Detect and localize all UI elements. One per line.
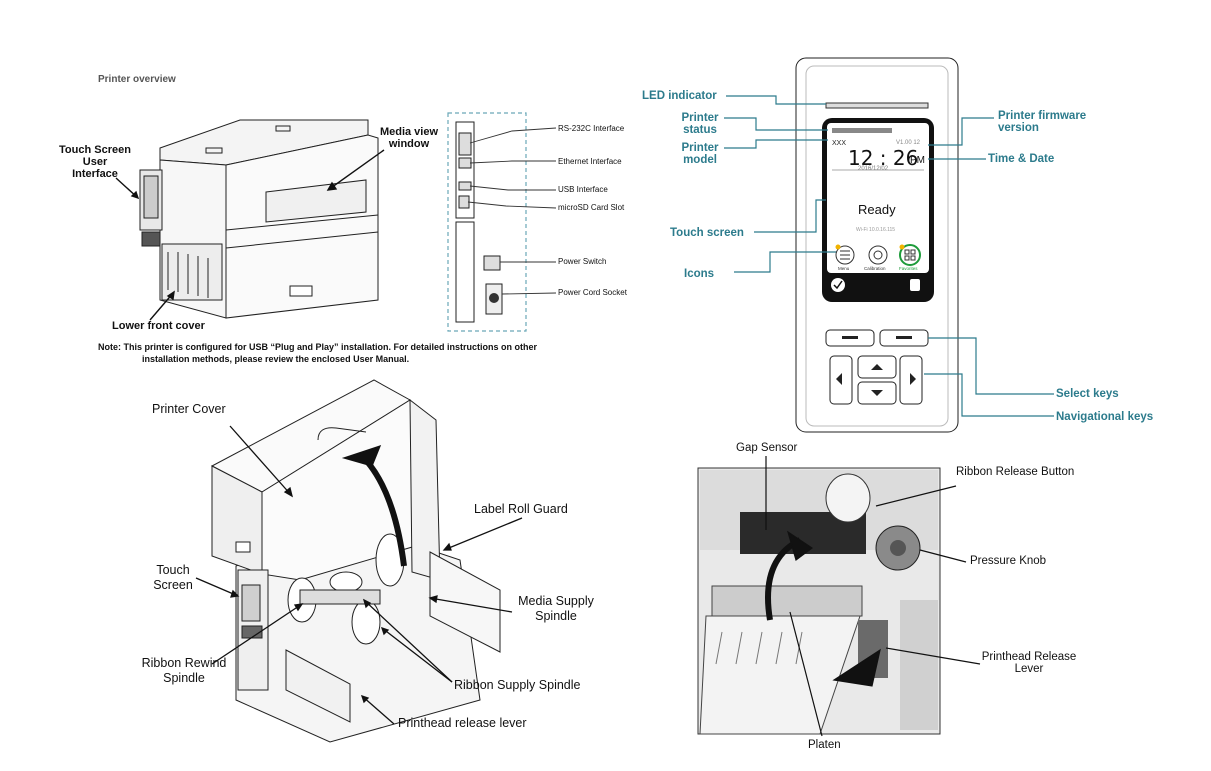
- screen-calibration-label: Calibration: [864, 266, 886, 271]
- touch-screen-bl-line1: Touch: [156, 563, 190, 577]
- ribbon-release-button-label: Ribbon Release Button: [956, 466, 1075, 478]
- firmware-line2: version: [998, 122, 1039, 134]
- printer-status-label: Printer status: [672, 112, 728, 136]
- media-supply-spindle-label: Media Supply Spindle: [508, 594, 604, 624]
- touch-screen-bl-label: Touch Screen: [148, 563, 198, 593]
- media-supply-line2: Spindle: [535, 609, 577, 623]
- printer-status-line1: Printer: [681, 112, 719, 124]
- media-view-line2: window: [388, 138, 430, 150]
- microsd-label: microSD Card Slot: [558, 203, 625, 212]
- ethernet-label: Ethernet Interface: [558, 157, 622, 166]
- screen-favorites-label: Favorites: [899, 266, 918, 271]
- top-left-leader-lines: [115, 149, 385, 321]
- platen-label: Platen: [808, 739, 841, 751]
- touch-screen-ui-line2: User: [82, 156, 108, 168]
- power-cord-label: Power Cord Socket: [558, 288, 627, 297]
- screen-date: 2016/12/02: [858, 166, 889, 172]
- printhead-br-line2: Lever: [1014, 663, 1044, 675]
- usb-label: USB Interface: [558, 185, 608, 194]
- screen-wifi: Wi-Fi 10.0.16.115: [856, 227, 896, 233]
- touch-screen-ui-line3: Interface: [72, 168, 118, 180]
- control-panel-illustration: [795, 57, 959, 433]
- touch-screen-ui-line1: Touch Screen: [59, 144, 131, 156]
- power-switch-label: Power Switch: [558, 257, 607, 266]
- printer-front-illustration: [139, 119, 379, 319]
- lower-front-cover-label: Lower front cover: [112, 320, 205, 332]
- gap-sensor-label: Gap Sensor: [736, 442, 798, 454]
- touch-screen-ui-label: Touch Screen User Interface: [58, 144, 132, 180]
- ribbon-supply-spindle-label: Ribbon Supply Spindle: [454, 678, 581, 692]
- ribbon-rewind-line1: Ribbon Rewind: [141, 656, 227, 670]
- pressure-knob-label: Pressure Knob: [970, 555, 1047, 567]
- mechanism-photo: [697, 467, 941, 735]
- printer-status-line2: status: [683, 124, 717, 136]
- select-keys-label: Select keys: [1056, 388, 1119, 400]
- time-date-label: Time & Date: [988, 153, 1055, 165]
- touch-screen-label: Touch screen: [670, 227, 744, 239]
- firmware-version-label: Printer firmware version: [998, 110, 1086, 134]
- partial-heading: Printer overview: [98, 74, 176, 85]
- printhead-br-line1: Printhead Release: [981, 651, 1077, 663]
- navigational-keys-label: Navigational keys: [1056, 411, 1154, 423]
- printer-cover-label: Printer Cover: [152, 402, 226, 416]
- media-view-line1: Media view: [379, 126, 439, 138]
- mechanism-leaders: [765, 456, 981, 737]
- rear-panel-leaders: [467, 127, 557, 295]
- ribbon-rewind-spindle-label: Ribbon Rewind Spindle: [130, 656, 238, 686]
- media-view-window-label: Media view window: [376, 126, 442, 150]
- printer-model-line1: Printer: [681, 142, 719, 154]
- media-supply-line1: Media Supply: [518, 594, 594, 608]
- ribbon-rewind-line2: Spindle: [163, 671, 205, 685]
- printhead-release-lever-bl-label: Printhead release lever: [398, 716, 527, 730]
- rs232-label: RS-232C Interface: [558, 124, 625, 133]
- screen-version: V1.00 12: [896, 140, 921, 146]
- screen-menu-label: Menu: [838, 266, 850, 271]
- printhead-release-lever-br-label: Printhead Release Lever: [974, 651, 1084, 675]
- printer-model-line2: model: [683, 154, 717, 166]
- open-printer-illustration: [210, 379, 501, 743]
- bottom-left-leaders: [195, 425, 523, 725]
- led-indicator-label: LED indicator: [642, 90, 717, 102]
- icons-label: Icons: [684, 268, 715, 280]
- printer-model-label: Printer model: [672, 142, 728, 166]
- rear-panel-illustration: [447, 112, 527, 332]
- label-roll-guard-label: Label Roll Guard: [474, 502, 568, 516]
- note-line-1: Note: This printer is configured for USB…: [98, 342, 538, 352]
- firmware-line1: Printer firmware: [998, 110, 1087, 122]
- note-line-2: installation methods, please review the …: [142, 354, 410, 364]
- screen-time: 12 : 26: [848, 146, 919, 170]
- screen-ampm: PM: [910, 155, 925, 166]
- control-panel-leaders: [724, 95, 1054, 417]
- screen-model: XXX: [832, 140, 847, 147]
- touch-screen-bl-line2: Screen: [153, 578, 193, 592]
- screen-status: Ready: [858, 202, 896, 217]
